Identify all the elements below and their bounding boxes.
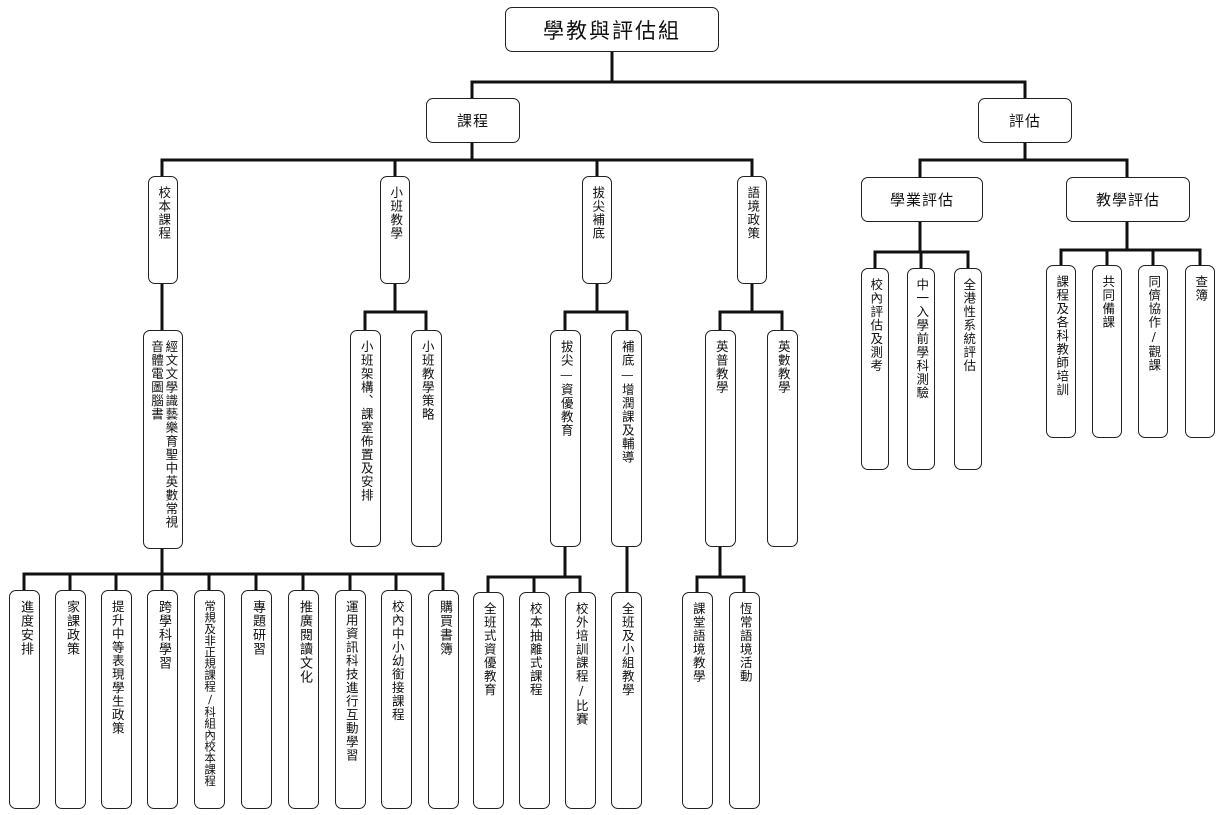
remedial-box: 補底—增潤課及輔導: [611, 330, 642, 547]
school-based-curriculum-label: 校本課程: [156, 186, 172, 240]
academic-item: 校內評估及測考: [861, 268, 889, 470]
school-item-label: 校內中小幼銜接課程: [389, 600, 405, 722]
remedial-item: 全班及小組教學: [611, 592, 642, 809]
assessment-box: 評估: [978, 98, 1072, 143]
gifted-remedial-label: 拔尖補底: [590, 186, 606, 240]
teaching-item: 同儕協作/觀課: [1138, 265, 1168, 438]
english-teaching-box: 英普教學: [705, 330, 736, 547]
subjects-label: 經文文學識藝樂育聖中英數常視音體電圖腦書: [149, 340, 179, 529]
english-teaching-label: 英普教學: [713, 340, 729, 394]
teaching-item-label: 查簿: [1193, 275, 1209, 302]
school-item-label: 跨學科學習: [155, 600, 171, 670]
curriculum-box: 課程: [426, 98, 520, 143]
language-item: 課堂語境教學: [682, 592, 713, 809]
language-item-label: 課堂語境教學: [690, 602, 706, 683]
small-class-item: 小班架構、課室佈置及安排: [350, 330, 381, 547]
small-class-item-label: 小班教學策略: [419, 340, 435, 421]
school-item-label: 常規及非正規課程/科組內校本課程: [203, 600, 218, 787]
small-class-label: 小班教學: [388, 186, 404, 240]
school-item: 校內中小幼銜接課程: [381, 590, 412, 809]
english-math-label: 英數教學: [775, 340, 791, 394]
academic-item: 全港性系統評估: [954, 268, 982, 470]
small-class-item: 小班教學策略: [411, 330, 442, 547]
small-class-box: 小班教學: [380, 176, 410, 284]
teaching-item: 共同備課: [1092, 265, 1122, 438]
remedial-label: 補底—增潤課及輔導: [619, 340, 635, 464]
gifted-box: 拔尖—資優教育: [550, 330, 581, 547]
english-math-box: 英數教學: [767, 330, 798, 547]
school-item-label: 運用資訊科技進行互動學習: [343, 600, 359, 762]
gifted-remedial-box: 拔尖補底: [582, 176, 612, 284]
teaching-assessment-box: 教學評估: [1066, 177, 1190, 222]
school-item: 運用資訊科技進行互動學習: [335, 590, 366, 809]
gifted-item: 校本抽離式課程: [519, 592, 550, 809]
small-class-item-label: 小班架構、課室佈置及安排: [358, 340, 374, 502]
academic-assessment-box: 學業評估: [861, 177, 983, 222]
gifted-item-label: 校外培訓課程/比賽: [573, 602, 589, 726]
school-item: 跨學科學習: [147, 590, 178, 809]
school-item: 專題研習: [241, 590, 272, 809]
subjects-box: 經文文學識藝樂育聖中英數常視音體電圖腦書: [143, 330, 183, 549]
school-item: 進度安排: [9, 590, 40, 809]
language-policy-box: 語境政策: [737, 176, 767, 284]
teaching-item-label: 同儕協作/觀課: [1146, 275, 1162, 372]
academic-item-label: 全港性系統評估: [961, 278, 977, 373]
language-item-label: 恆常語境活動: [737, 602, 753, 683]
language-policy-label: 語境政策: [745, 186, 761, 240]
school-item-label: 推廣閱讀文化: [296, 600, 312, 684]
school-item: 家課政策: [55, 590, 86, 809]
gifted-item: 全班式資優教育: [473, 592, 504, 809]
root-box: 學教與評估組: [505, 7, 719, 52]
teaching-item: 課程及各科教師培訓: [1046, 265, 1076, 438]
school-item-label: 專題研習: [249, 600, 265, 656]
school-item: 常規及非正規課程/科組內校本課程: [194, 590, 225, 809]
language-item: 恆常語境活動: [729, 592, 760, 809]
school-item: 購買書簿: [428, 590, 459, 809]
remedial-item-label: 全班及小組教學: [619, 602, 635, 697]
teaching-item-label: 共同備課: [1100, 275, 1116, 329]
school-based-curriculum-box: 校本課程: [148, 176, 178, 284]
gifted-item-label: 全班式資優教育: [481, 602, 497, 697]
school-item: 提升中等表現學生政策: [101, 590, 132, 809]
academic-item-label: 中一入學前學科測驗: [914, 278, 930, 400]
school-item: 推廣閱讀文化: [288, 590, 319, 809]
school-item-label: 購買書簿: [436, 600, 452, 656]
teaching-item-label: 課程及各科教師培訓: [1054, 275, 1070, 397]
school-item-label: 家課政策: [63, 600, 79, 656]
academic-item: 中一入學前學科測驗: [907, 268, 935, 470]
gifted-item: 校外培訓課程/比賽: [565, 592, 596, 809]
teaching-item: 查簿: [1185, 265, 1215, 438]
gifted-label: 拔尖—資優教育: [558, 340, 574, 437]
academic-item-label: 校內評估及測考: [868, 278, 884, 373]
school-item-label: 進度安排: [17, 600, 33, 656]
gifted-item-label: 校本抽離式課程: [527, 602, 543, 697]
school-item-label: 提升中等表現學生政策: [109, 600, 125, 735]
